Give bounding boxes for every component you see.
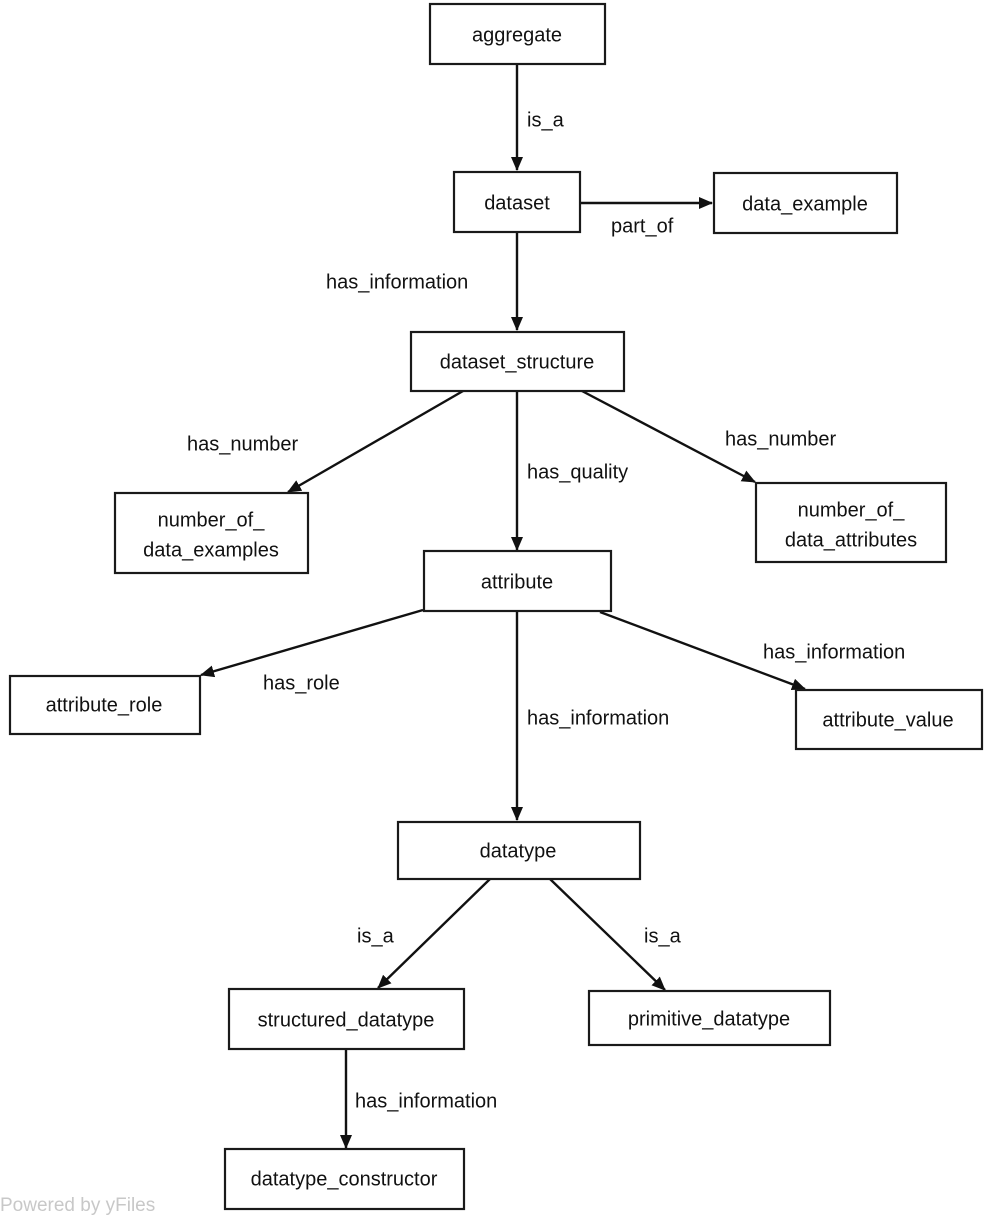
svg-text:attribute_role: attribute_role [46, 694, 163, 716]
svg-text:number_of_: number_of_ [798, 499, 906, 521]
svg-text:attribute: attribute [481, 571, 553, 593]
node-datatype-constructor: datatype_constructor [223, 1147, 466, 1211]
edge-structure-attributes-count [581, 389, 756, 484]
svg-text:datatype_constructor: datatype_constructor [251, 1168, 438, 1190]
svg-text:dataset_structure: dataset_structure [440, 351, 595, 373]
edge-label-is-a: is_a [357, 925, 395, 947]
edge-attribute-value [599, 610, 806, 691]
edge-structure-examples [287, 389, 464, 494]
edge-label-has-information: has_information [527, 707, 669, 729]
node-primitive-datatype: primitive_datatype [587, 989, 832, 1047]
edge-label-is-a: is_a [644, 925, 682, 947]
node-datatype: datatype [396, 820, 642, 881]
node-aggregate: aggregate [428, 2, 607, 66]
edge-label-is-a: is_a [527, 109, 565, 131]
node-dataset: dataset [452, 170, 582, 234]
svg-text:aggregate: aggregate [472, 24, 562, 46]
svg-text:data_example: data_example [742, 193, 868, 215]
svg-text:dataset: dataset [484, 192, 550, 214]
svg-text:datatype: datatype [480, 840, 557, 862]
node-attribute-value: attribute_value [794, 688, 984, 751]
edge-attribute-role [200, 608, 424, 678]
edge-label-has-number: has_number [725, 428, 837, 450]
edge-label-has-role: has_role [263, 672, 340, 694]
edge-label-has-quality: has_quality [527, 461, 628, 483]
edge-label-has-information: has_information [355, 1090, 497, 1112]
node-attribute-role: attribute_role [8, 674, 202, 736]
svg-text:structured_datatype: structured_datatype [258, 1009, 435, 1031]
node-dataset-structure: dataset_structure [409, 330, 626, 393]
svg-text:primitive_datatype: primitive_datatype [628, 1008, 790, 1030]
svg-text:data_examples: data_examples [143, 539, 279, 561]
edge-label-part-of: part_of [611, 215, 674, 237]
edge-datatype-primitive [549, 878, 666, 991]
node-structured-datatype: structured_datatype [227, 987, 466, 1051]
svg-text:number_of_: number_of_ [158, 509, 266, 531]
svg-text:attribute_value: attribute_value [822, 709, 953, 731]
node-number-of-data-attributes: number_of_ data_attributes [754, 481, 948, 564]
edge-label-has-number: has_number [187, 433, 299, 455]
node-data-example: data_example [712, 171, 899, 235]
edge-label-has-information: has_information [326, 271, 468, 293]
node-number-of-data-examples: number_of_ data_examples [113, 491, 310, 575]
edge-label-has-information: has_information [763, 641, 905, 663]
powered-by-watermark: Powered by yFiles [0, 1195, 156, 1216]
svg-text:data_attributes: data_attributes [785, 529, 917, 551]
node-attribute: attribute [422, 549, 613, 613]
edge-datatype-structured [377, 878, 491, 989]
